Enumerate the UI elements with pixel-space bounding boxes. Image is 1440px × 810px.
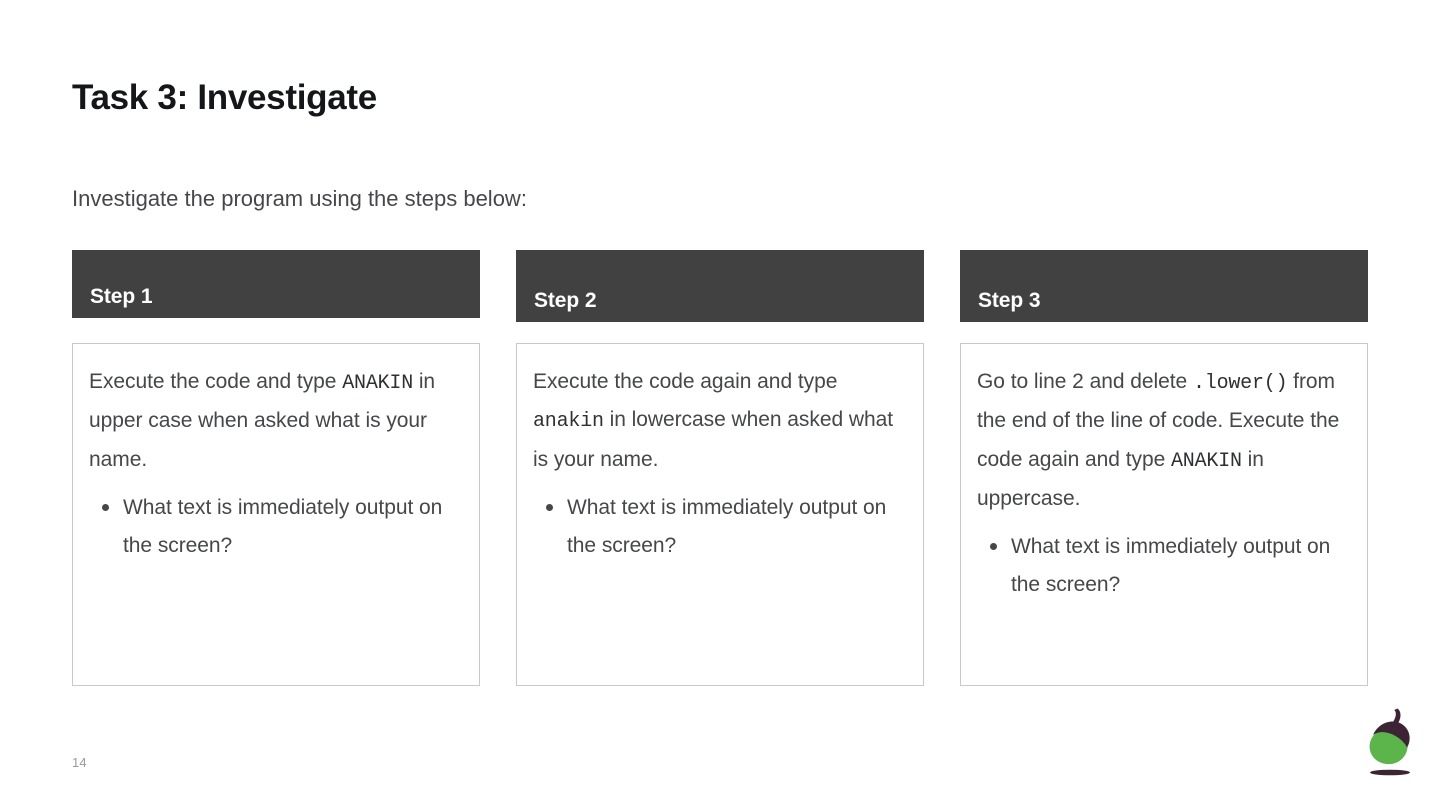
acorn-logo <box>1360 700 1420 778</box>
step-card-header-label-2: Step 2 <box>534 289 597 312</box>
step-card-header-label-3: Step 3 <box>978 289 1041 312</box>
step-bullet-list-1: What text is immediately output on the s… <box>89 489 463 565</box>
step-bullet-list-3: What text is immediately output on the s… <box>977 528 1351 604</box>
step-card-3: Step 3 Go to line 2 and delete .lower() … <box>960 250 1368 686</box>
step-card-header-1: Step 1 <box>72 250 480 318</box>
step-text-segment: in lowercase when asked what is your nam… <box>533 408 894 471</box>
bullet-dot-icon <box>102 503 109 511</box>
step-bullet-list-2: What text is immediately output on the s… <box>533 489 907 565</box>
step-text-segment: in upper case when asked what is your na… <box>89 370 436 471</box>
step-card-body-1: Execute the code and type ANAKIN in uppe… <box>72 343 480 686</box>
page-title: Task 3: Investigate <box>72 78 377 117</box>
bullet-dot-icon <box>546 503 553 511</box>
step-card-paragraph-3: Go to line 2 and delete .lower() from th… <box>977 363 1351 518</box>
list-item: What text is immediately output on the s… <box>533 489 907 565</box>
bullet-text: What text is immediately output on the s… <box>1011 535 1331 597</box>
step-card-2: Step 2 Execute the code again and type a… <box>516 250 924 686</box>
bullet-text: What text is immediately output on the s… <box>123 495 443 558</box>
inline-code: ANAKIN <box>342 372 414 395</box>
bullet-text: What text is immediately output on the s… <box>567 495 887 558</box>
step-card-body-3: Go to line 2 and delete .lower() from th… <box>960 343 1368 686</box>
page-number: 14 <box>72 755 87 770</box>
list-item: What text is immediately output on the s… <box>89 489 463 565</box>
step-card-header-2: Step 2 <box>516 250 924 322</box>
step-card-paragraph-1: Execute the code and type ANAKIN in uppe… <box>89 363 463 479</box>
bullet-dot-icon <box>990 543 997 551</box>
inline-code: anakin <box>533 410 604 434</box>
step-card-1: Step 1 Execute the code and type ANAKIN … <box>72 250 480 686</box>
step-card-paragraph-2: Execute the code again and type anakin i… <box>533 363 907 479</box>
step-text-segment: in uppercase. <box>977 447 1264 510</box>
step-card-body-2: Execute the code again and type anakin i… <box>516 343 924 686</box>
step-card-header-label-1: Step 1 <box>90 285 153 308</box>
step-card-header-3: Step 3 <box>960 250 1368 322</box>
steps-columns: Step 1 Execute the code and type ANAKIN … <box>72 250 1368 686</box>
slide-subtitle: Investigate the program using the steps … <box>72 186 527 211</box>
step-text-segment: Execute the code and type <box>89 370 343 393</box>
inline-code: .lower() <box>1192 372 1288 395</box>
step-text-segment: Go to line 2 and delete <box>977 370 1193 393</box>
step-text-segment: Execute the code again and type <box>533 370 838 393</box>
step-text-segment: from the end of the line of code. Execut… <box>977 370 1340 471</box>
list-item: What text is immediately output on the s… <box>977 528 1351 604</box>
inline-code: ANAKIN <box>1171 449 1242 473</box>
